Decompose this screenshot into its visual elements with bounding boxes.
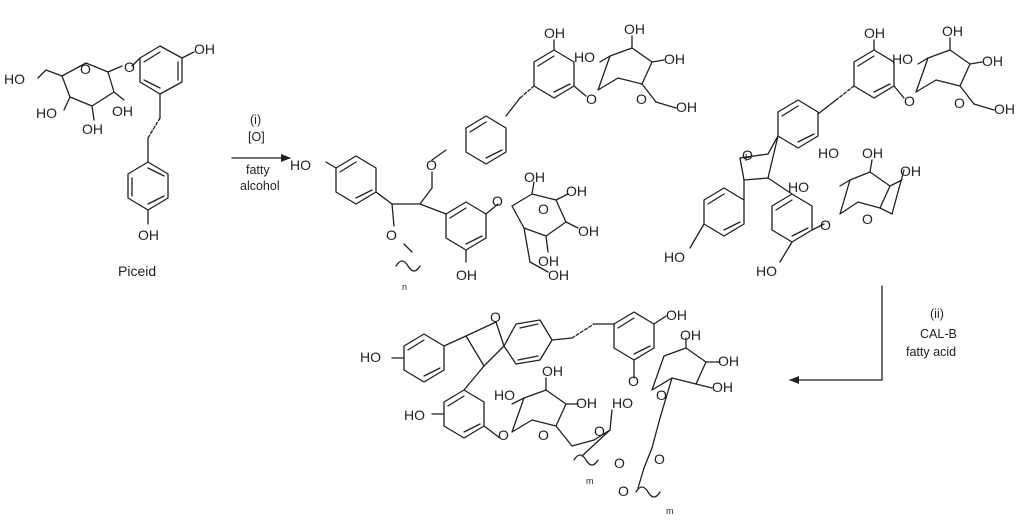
step-i-solvent: alcohol (240, 179, 280, 193)
atom-label: O (862, 211, 873, 227)
atom-label: O (538, 427, 549, 443)
atom-label: OH (994, 101, 1015, 117)
atom-label: OH (194, 41, 215, 57)
atom-label: O (538, 201, 549, 217)
step-ii-reagent: fatty acid (906, 345, 956, 359)
product-benzofuran-dimer-structure (689, 37, 995, 263)
atom-label: OH (576, 395, 597, 411)
atom-label: O (628, 373, 639, 389)
step-i-label: (i) (250, 113, 261, 127)
atom-label: OH (542, 363, 563, 379)
atom-label: HO (404, 407, 425, 423)
atom-label: OH (982, 53, 1003, 69)
atom-label: HO (756, 263, 777, 279)
atom-label: OH (862, 145, 883, 161)
atom-label: O (492, 193, 503, 209)
atom-label: O (586, 91, 597, 107)
atom-label: O (498, 427, 509, 443)
atom-label: OH (578, 223, 599, 239)
atom-label: HO (290, 157, 311, 173)
atom-label: HO (664, 249, 685, 265)
atom-label: O (386, 227, 397, 243)
atom-label: OH (548, 267, 569, 283)
atom-label: O (594, 423, 605, 439)
atom-label: OH (112, 103, 133, 119)
subscript-m: m (666, 506, 674, 516)
atom-label: OH (900, 163, 921, 179)
step-i-reagent: [O] (248, 130, 265, 144)
atom-label: OH (676, 99, 697, 115)
atom-label: HO (494, 387, 515, 403)
atom-label: OH (82, 121, 103, 137)
atom-label: O (490, 309, 501, 325)
atom-label: HO (612, 395, 633, 411)
atom-label: OH (538, 253, 559, 269)
compound-name-piceid: Piceid (118, 263, 156, 279)
atom-label: O (124, 59, 135, 75)
atom-label: O (618, 483, 629, 499)
atom-label: OH (942, 23, 963, 39)
atom-label: O (820, 217, 831, 233)
atom-label: O (80, 61, 91, 77)
subscript-m: m (586, 476, 594, 486)
subscript-n: n (402, 282, 407, 292)
atom-label: OH (544, 25, 565, 41)
atom-label: OH (666, 307, 687, 323)
atom-label: OH (864, 25, 885, 41)
atom-label: OH (138, 227, 159, 243)
atom-label: O (954, 95, 965, 111)
atom-label: OH (566, 183, 587, 199)
product-ether-dimer-structure (325, 35, 677, 273)
atom-label: OH (718, 353, 739, 369)
atom-label: O (614, 455, 625, 471)
atom-label: HO (788, 179, 809, 195)
atom-label: HO (36, 105, 57, 121)
atom-label: O (636, 91, 647, 107)
step-ii-label: (ii) (930, 307, 944, 321)
atom-label: HO (4, 71, 25, 87)
piceid-structure (37, 45, 195, 225)
atom-label: O (654, 451, 665, 467)
atom-label: HO (360, 349, 381, 365)
atom-label: HO (892, 51, 913, 67)
atom-label: O (742, 147, 753, 163)
atom-label: OH (456, 267, 477, 283)
atom-label: OH (624, 21, 645, 37)
atom-label: O (656, 387, 667, 403)
reaction-arrow-ii (789, 285, 883, 384)
atom-label: O (904, 93, 915, 109)
step-ii-enzyme: CAL-B (920, 327, 957, 341)
step-i-solvent: fatty (246, 163, 270, 177)
atom-label: OH (712, 379, 733, 395)
atom-label: HO (574, 49, 595, 65)
atom-label: OH (524, 169, 545, 185)
final-acylated-product-structure (391, 311, 721, 498)
atom-label: O (426, 157, 437, 173)
atom-label: OH (664, 51, 685, 67)
atom-label: OH (680, 327, 701, 343)
atom-label: HO (818, 145, 839, 161)
